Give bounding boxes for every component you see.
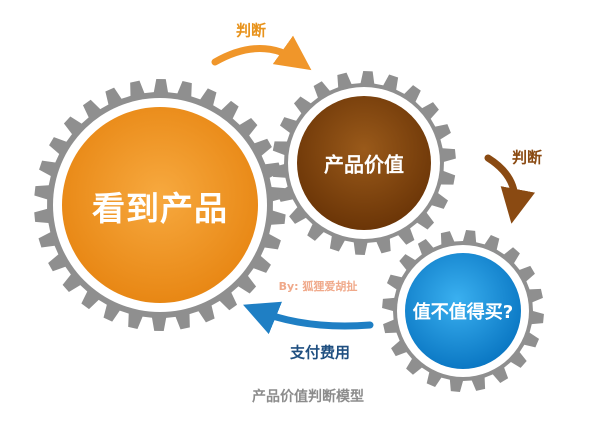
gear-medium-hub	[297, 96, 431, 230]
gear-medium	[272, 71, 456, 255]
author-credit: By: 狐狸爱胡扯	[278, 280, 358, 293]
gear-small	[382, 230, 544, 392]
gear-large-hub	[62, 107, 258, 303]
diagram-caption: 产品价值判断模型	[252, 389, 364, 405]
arrow-top-label: 判断	[235, 21, 267, 40]
gear-large-label: 看到产品	[92, 189, 228, 228]
gear-medium-label: 产品价值	[324, 152, 404, 177]
arrow-top	[211, 35, 312, 71]
arrow-bottom-label: 支付费用	[289, 343, 351, 362]
arrow-bottom	[243, 301, 374, 335]
gear-small-hub	[405, 253, 521, 369]
gear-small-label: 值不值得买?	[412, 302, 514, 323]
arrow-right-label: 判断	[511, 148, 543, 167]
arrow-right	[484, 154, 536, 224]
gear-large	[34, 79, 286, 331]
